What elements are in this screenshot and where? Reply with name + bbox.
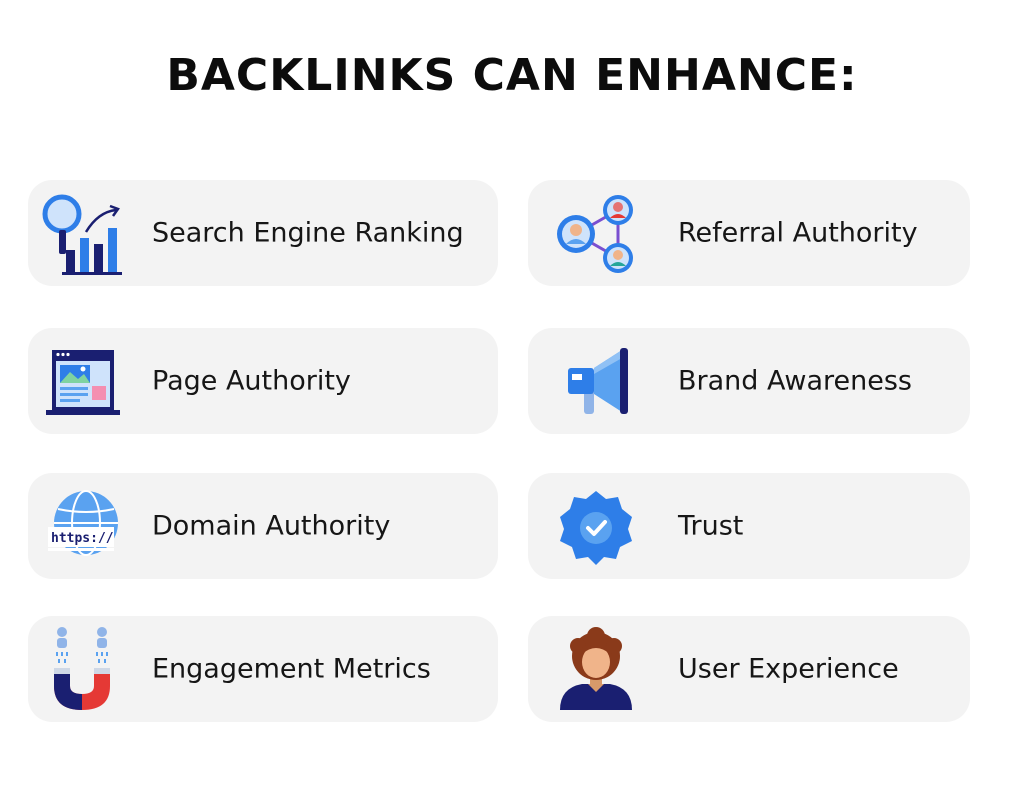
globe-https-icon: https:// xyxy=(28,473,138,579)
search-ranking-icon xyxy=(28,180,138,286)
card-page-authority: Page Authority xyxy=(28,328,498,434)
card-engagement-metrics: Engagement Metrics xyxy=(28,616,498,722)
card-domain-authority: https:// Domain Authority xyxy=(28,473,498,579)
card-label: Search Engine Ranking xyxy=(152,217,464,249)
card-label: Brand Awareness xyxy=(678,365,912,397)
card-brand-awareness: Brand Awareness xyxy=(528,328,970,434)
card-label: Page Authority xyxy=(152,365,351,397)
card-label: User Experience xyxy=(678,653,899,685)
card-search-engine-ranking: Search Engine Ranking xyxy=(28,180,498,286)
web-page-icon xyxy=(28,328,138,434)
https-text: https:// xyxy=(51,531,114,546)
card-user-experience: User Experience xyxy=(528,616,970,722)
user-avatar-icon xyxy=(542,616,652,722)
megaphone-icon xyxy=(542,328,652,434)
card-referral-authority: Referral Authority xyxy=(528,180,970,286)
card-label: Referral Authority xyxy=(678,217,918,249)
page-title: BACKLINKS CAN ENHANCE: xyxy=(166,50,858,101)
card-label: Engagement Metrics xyxy=(152,653,431,685)
network-people-icon xyxy=(542,180,652,286)
card-trust: Trust xyxy=(528,473,970,579)
magnet-users-icon xyxy=(28,616,138,722)
card-label: Domain Authority xyxy=(152,510,391,542)
card-label: Trust xyxy=(678,510,744,542)
verified-badge-icon xyxy=(542,473,652,579)
